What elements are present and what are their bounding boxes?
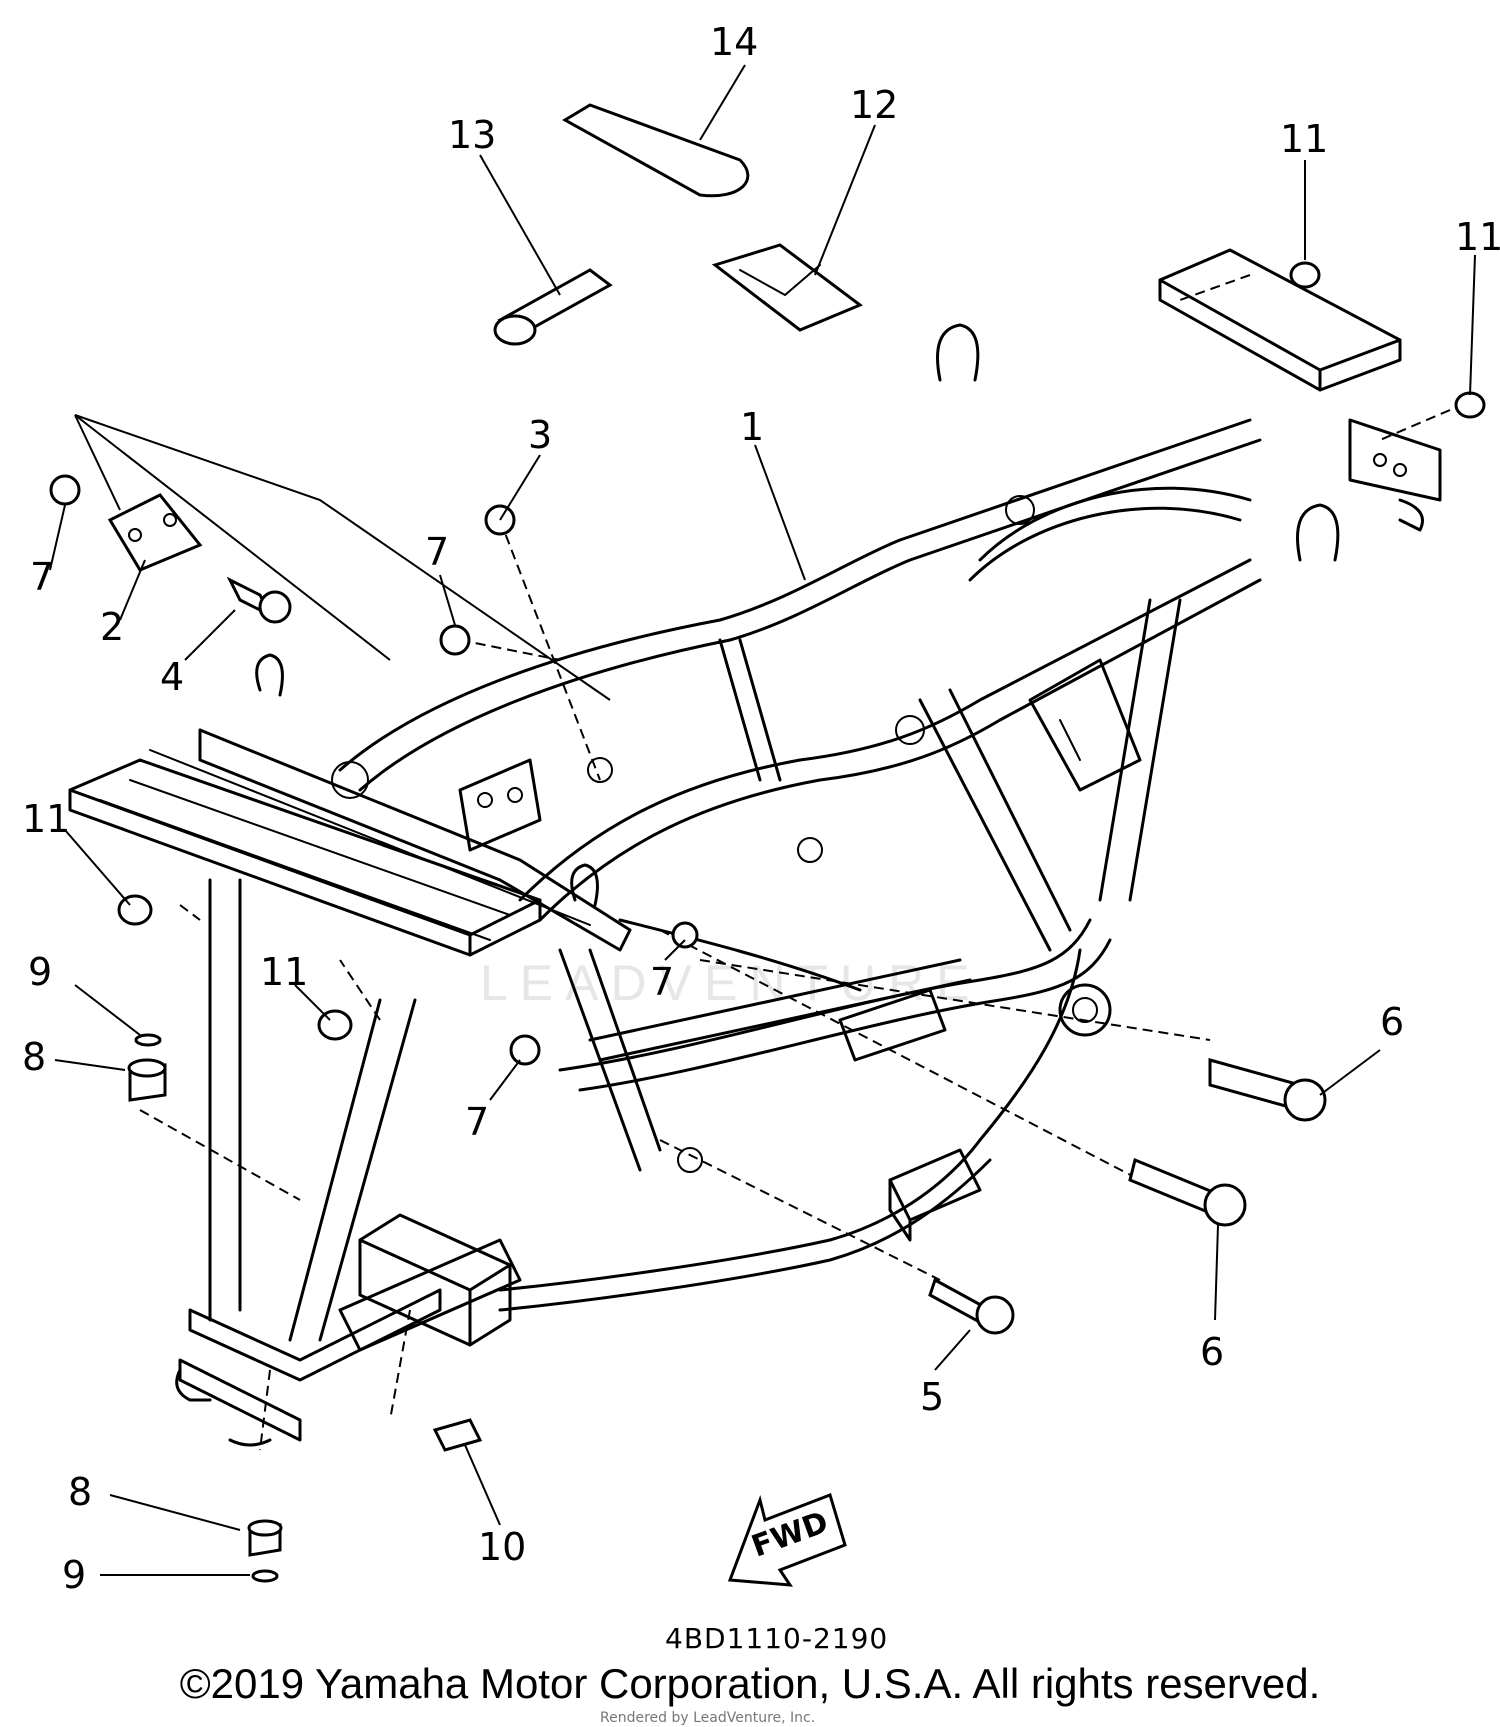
part-2-bracket: [107, 493, 203, 572]
callout-8-b: 8: [68, 1470, 92, 1514]
copyright-notice: ©2019 Yamaha Motor Corporation, U.S.A. A…: [179, 1660, 1321, 1707]
callout-14: 14: [710, 20, 758, 64]
part-7-nut-b: [439, 624, 471, 656]
rendered-by-text: Rendered by LeadVenture, Inc.: [600, 1710, 815, 1726]
part-14-pad: [562, 103, 750, 198]
callout-13: 13: [448, 113, 496, 157]
fwd-arrow: [727, 1493, 847, 1587]
leader-lines: [74, 274, 1451, 1451]
callout-3: 3: [528, 413, 552, 457]
callout-11-mid: 11: [260, 950, 308, 994]
part-9-ring-b: [251, 1569, 279, 1583]
callout-7-d: 7: [465, 1100, 489, 1144]
callout-7-b: 7: [425, 530, 449, 574]
callout-4: 4: [160, 655, 184, 699]
callout-12: 12: [850, 83, 898, 127]
callout-6-a: 6: [1380, 1000, 1404, 1044]
callout-9-a: 9: [28, 950, 52, 994]
part-9-ring-a: [134, 1033, 162, 1047]
part-7-nut-a: [49, 474, 81, 506]
callout-numbers: 14 13 12 11 11 3 1 7 7 2 4 11 9 8 11 7 7…: [22, 20, 1500, 1597]
callout-6-b: 6: [1200, 1330, 1224, 1374]
part-7-nut-d: [509, 1034, 541, 1066]
part-11-cap-d: [1454, 391, 1486, 419]
callout-7-a: 7: [30, 555, 54, 599]
figure-code: 4BD1110-2190: [665, 1622, 888, 1655]
callout-11-left: 11: [22, 797, 70, 841]
part-12-plate: [711, 243, 863, 332]
callout-9-b: 9: [62, 1553, 86, 1597]
frame-drawing: [68, 248, 1442, 1447]
part-11-cap-a: [117, 894, 153, 926]
part-11-cap-c: [1289, 261, 1321, 289]
callout-10: 10: [478, 1525, 526, 1569]
small-parts: [49, 103, 1486, 1587]
callout-11-top: 11: [1280, 117, 1328, 161]
callout-11-right: 11: [1455, 215, 1500, 259]
callout-leaders: [49, 64, 1476, 1576]
watermark-text: LEADVENTURE: [480, 955, 982, 1011]
part-7-nut-c: [671, 921, 699, 949]
part-10-fitting: [432, 1418, 483, 1452]
callout-7-c: 7: [650, 960, 674, 1004]
callout-2: 2: [100, 605, 124, 649]
callout-8-a: 8: [22, 1035, 46, 1079]
callout-5: 5: [920, 1375, 944, 1419]
callout-1: 1: [740, 405, 764, 449]
